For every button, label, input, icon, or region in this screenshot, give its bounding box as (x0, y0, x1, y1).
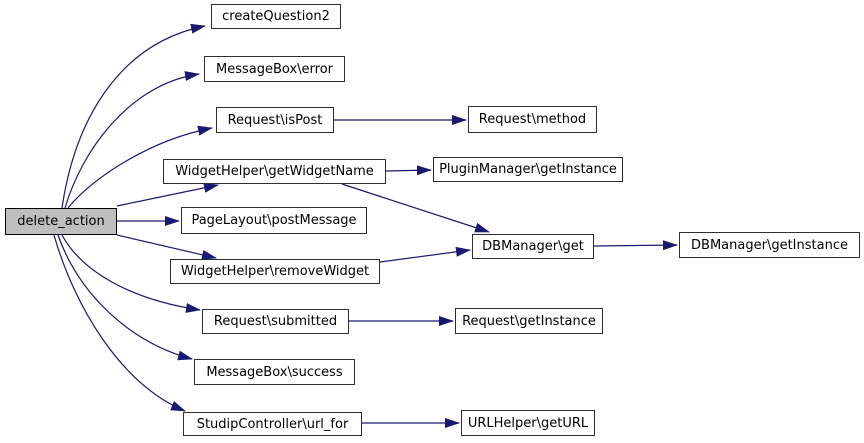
node-PluginManager_getInstance[interactable]: PluginManager\getInstance (433, 157, 623, 182)
edge-WidgetHelper_removeWidget-to-DBManager_get (379, 246, 471, 263)
edge-DBManager_get-to-DBManager_getInstance (593, 240, 678, 251)
node-delete_action: delete_action (5, 208, 117, 235)
node-createQuestion2[interactable]: createQuestion2 (211, 4, 341, 29)
edge-delete_action-to-MessageBox_error (64, 71, 200, 209)
edge-delete_action-to-WidgetHelper_removeWidget (116, 234, 217, 260)
node-WidgetHelper_removeWidget[interactable]: WidgetHelper\removeWidget (170, 259, 380, 284)
node-DBManager_get[interactable]: DBManager\get (472, 234, 594, 259)
node-Request_getInstance[interactable]: Request\getInstance (455, 308, 603, 334)
node-DBManager_getInstance[interactable]: DBManager\getInstance (679, 232, 860, 258)
node-URLHelper_getURL[interactable]: URLHelper\getURL (461, 410, 595, 436)
edge-delete_action-to-StudipController_url_for (53, 234, 186, 412)
node-PageLayout_postMessage[interactable]: PageLayout\postMessage (181, 207, 367, 234)
edge-delete_action-to-MessageBox_success (57, 234, 193, 361)
node-WidgetHelper_getWidgetName[interactable]: WidgetHelper\getWidgetName (163, 159, 386, 184)
node-MessageBox_error[interactable]: MessageBox\error (204, 56, 345, 82)
node-Request_submitted[interactable]: Request\submitted (202, 309, 349, 334)
node-MessageBox_success[interactable]: MessageBox\success (194, 359, 355, 385)
edge-delete_action-to-WidgetHelper_getWidgetName (116, 182, 219, 207)
node-Request_method[interactable]: Request\method (468, 106, 597, 133)
node-Request_isPost[interactable]: Request\isPost (216, 107, 334, 133)
edge-WidgetHelper_getWidgetName-to-PluginManager_getInstance (385, 165, 432, 176)
node-StudipController_url_for[interactable]: StudipController\url_for (183, 412, 362, 436)
